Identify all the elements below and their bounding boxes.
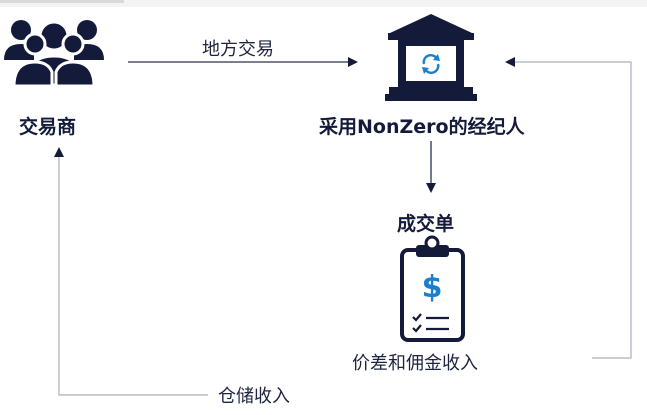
arrow-local-trade [128, 57, 358, 67]
sync-icon [422, 53, 440, 75]
arrow-spread-income [505, 57, 632, 359]
top-band [0, 0, 647, 7]
arrow-broker-to-order [426, 141, 436, 193]
clipboard-dollar-icon: $ [400, 235, 465, 342]
spread-income-label: 价差和佣金收入 [352, 353, 478, 374]
storage-income-label: 仓储收入 [218, 386, 290, 407]
broker-label: 采用NonZero的经纪人 [319, 116, 525, 138]
users-icon [4, 20, 104, 88]
order-label: 成交单 [397, 213, 455, 235]
trader-label: 交易商 [19, 116, 77, 138]
local-trade-label: 地方交易 [202, 39, 274, 60]
svg-text:$: $ [422, 270, 443, 305]
arrow-storage-income [54, 147, 208, 396]
bank-building-icon [385, 14, 477, 101]
top-band-highlight [0, 0, 124, 3]
